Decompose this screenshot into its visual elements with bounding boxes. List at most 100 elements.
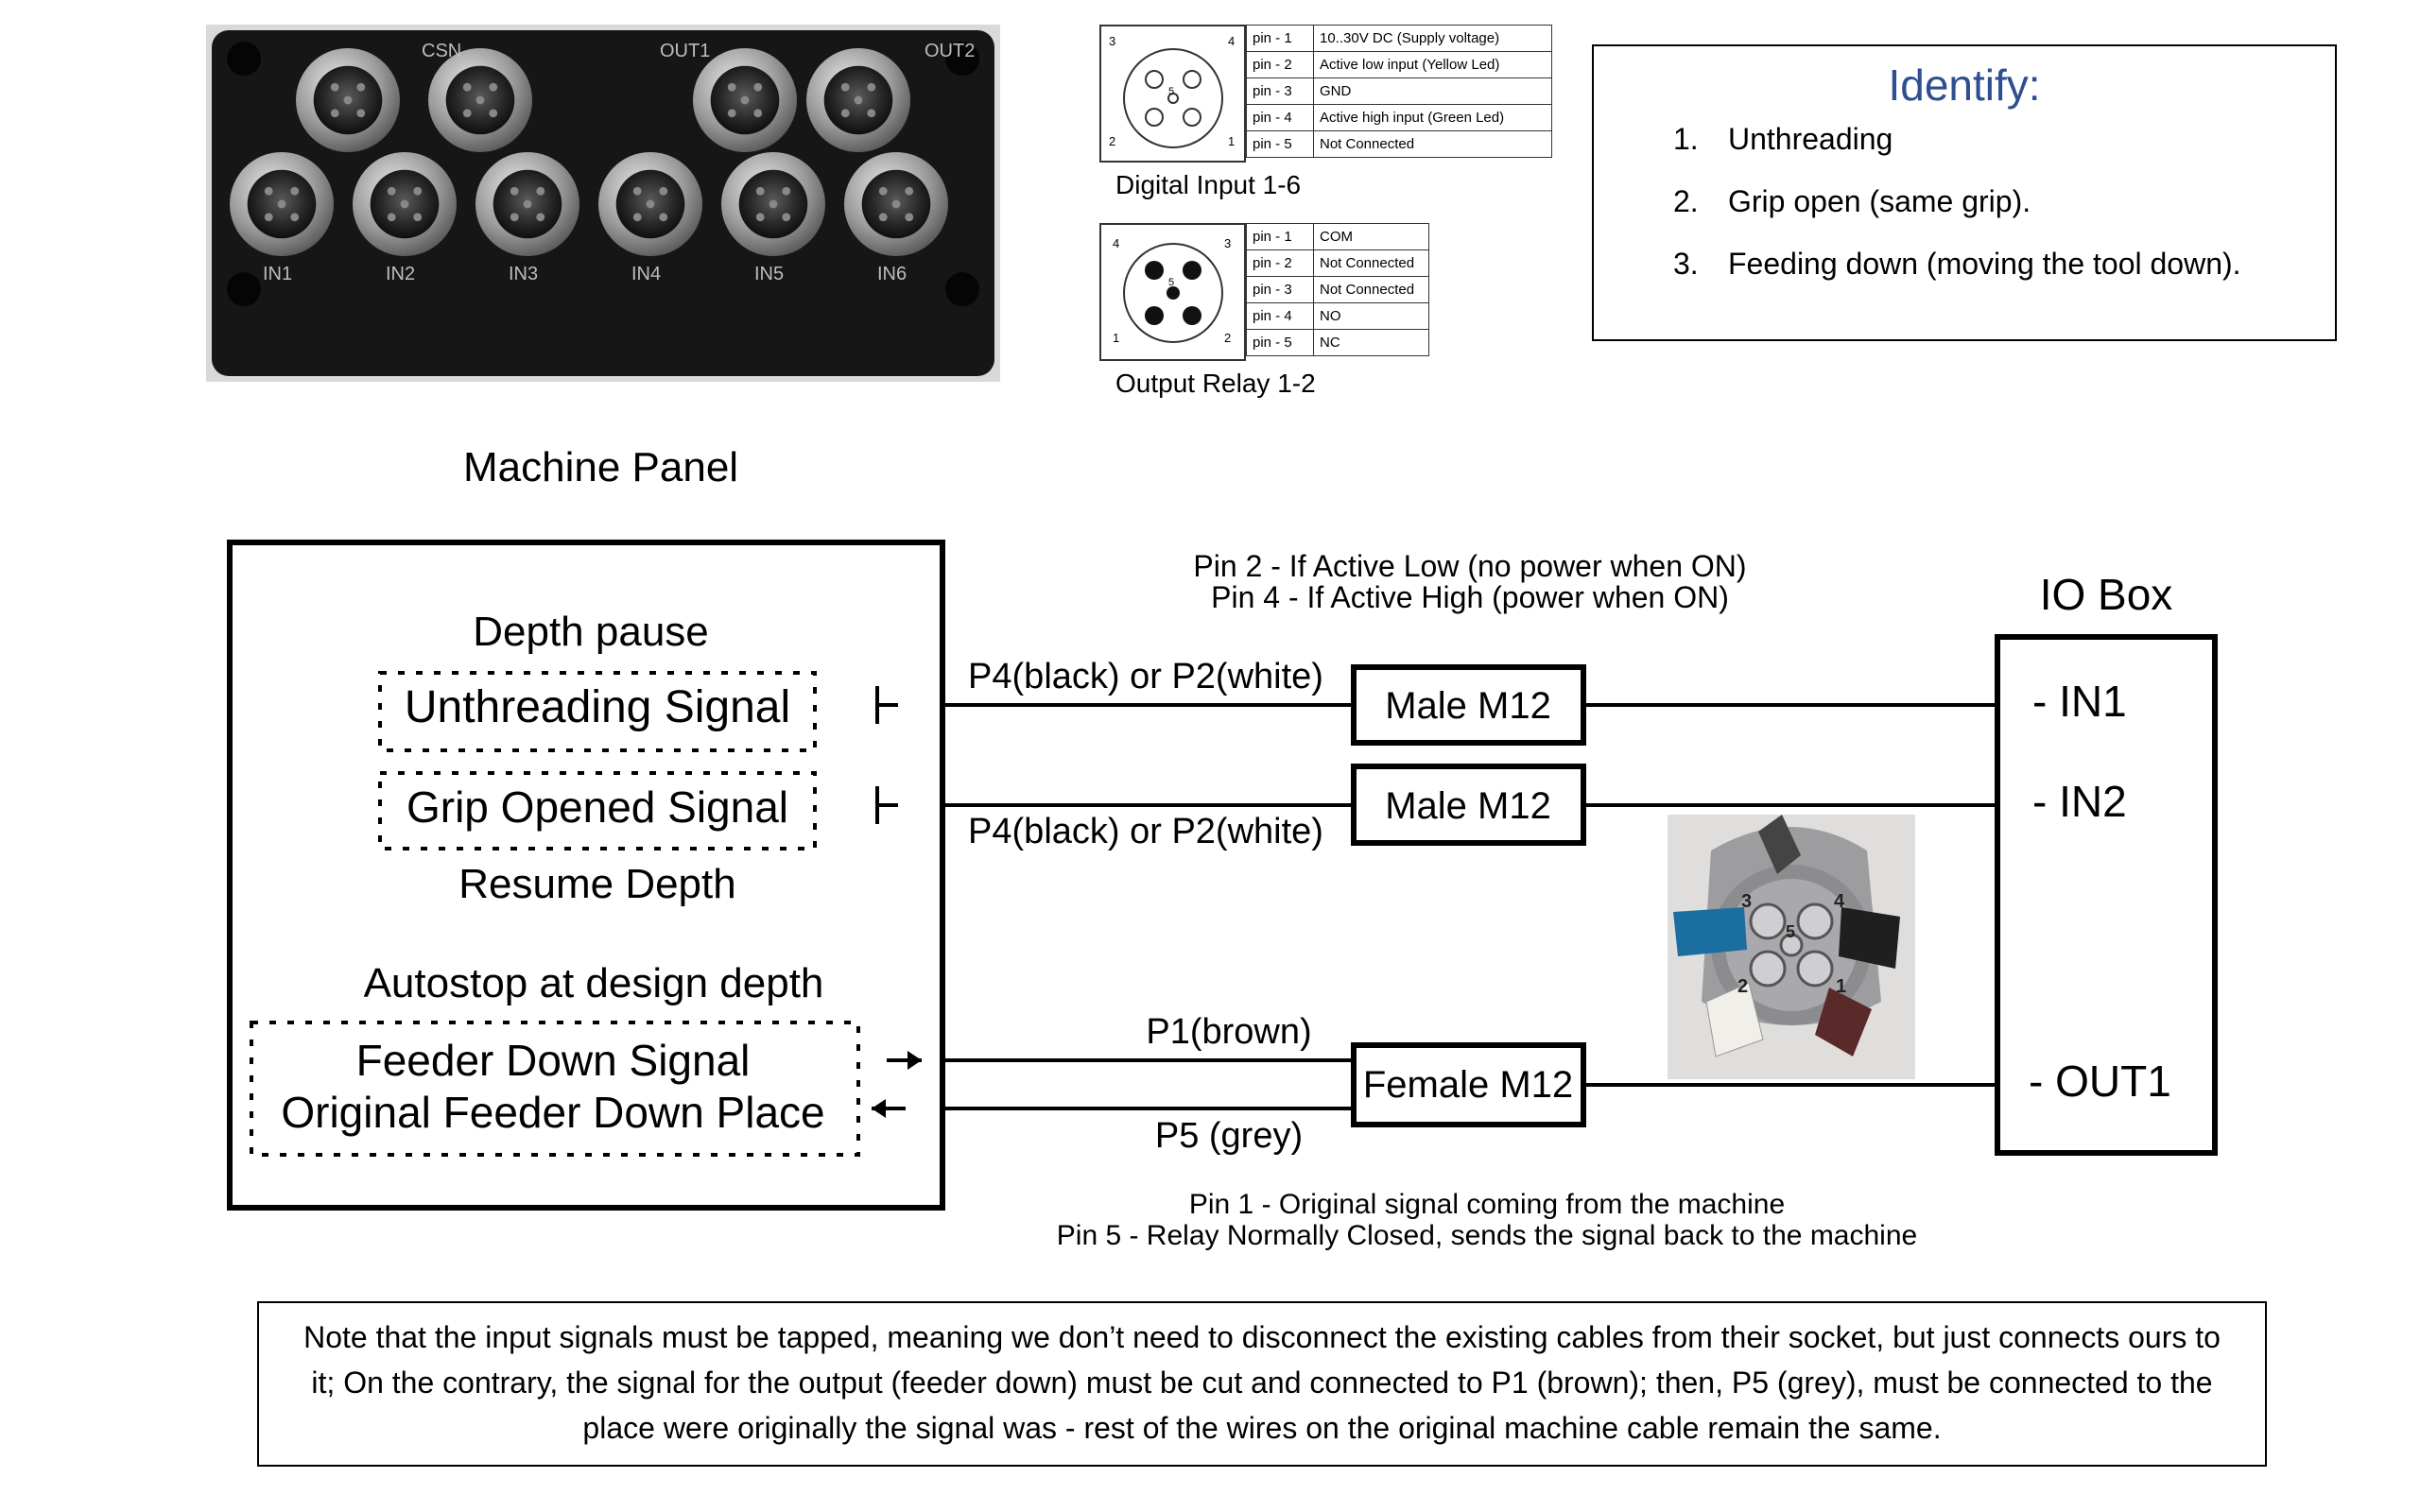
panel-socket bbox=[428, 48, 532, 152]
panel-port-label: IN2 bbox=[386, 264, 415, 284]
desc-cell: COM bbox=[1313, 223, 1429, 250]
resume-depth-label: Resume Depth bbox=[458, 861, 735, 907]
panel-port-label: IN4 bbox=[631, 264, 661, 284]
wire-label-p5: P5 (grey) bbox=[1155, 1116, 1303, 1156]
identify-box: Identify: 1.Unthreading 2.Grip open (sam… bbox=[1592, 44, 2337, 341]
arrow-in-head bbox=[872, 1099, 886, 1118]
pin1-note: Pin 1 - Original signal coming from the … bbox=[1189, 1189, 1785, 1220]
panel-port-label: OUT1 bbox=[660, 41, 710, 61]
photo-pin-number: 1 bbox=[1836, 976, 1846, 997]
desc-cell: NO bbox=[1313, 302, 1429, 330]
desc-cell: GND bbox=[1313, 77, 1552, 105]
panel-port-label: IN6 bbox=[877, 264, 907, 284]
output-relay-connector: 4 3 5 1 2 bbox=[1099, 223, 1246, 361]
depth-pause-label: Depth pause bbox=[473, 609, 709, 655]
pin-number: 1 bbox=[1228, 134, 1235, 148]
pin-cell: pin - 3 bbox=[1246, 77, 1314, 105]
panel-socket bbox=[230, 152, 334, 256]
connector-label: Female M12 bbox=[1363, 1064, 1573, 1106]
pin-cell: pin - 2 bbox=[1246, 51, 1314, 78]
pin2-note: Pin 2 - If Active Low (no power when ON) bbox=[1193, 549, 1746, 583]
desc-cell: Active high input (Green Led) bbox=[1313, 104, 1552, 131]
digital-input-connector: 3 4 5 2 1 bbox=[1099, 25, 1246, 163]
female-m12-connector bbox=[1351, 1042, 1586, 1127]
io-out1-label: - OUT1 bbox=[2029, 1057, 2171, 1106]
panel-socket bbox=[721, 152, 825, 256]
io-box-title: IO Box bbox=[2040, 570, 2173, 619]
autostop-label: Autostop at design depth bbox=[364, 960, 824, 1006]
unthreading-signal-box bbox=[378, 671, 817, 752]
feeder-down-signal-label: Feeder Down Signal bbox=[356, 1036, 751, 1085]
connector-label: Male M12 bbox=[1385, 685, 1551, 727]
pin-cell: pin - 5 bbox=[1246, 130, 1314, 158]
pin-cell: pin - 2 bbox=[1246, 249, 1314, 277]
photo-pin-number: 5 bbox=[1786, 922, 1795, 941]
m12-connector-photo: 3 4 5 2 1 bbox=[1668, 815, 1915, 1079]
pin-number: 5 bbox=[1168, 277, 1174, 288]
panel-socket bbox=[353, 152, 457, 256]
grip-opened-signal-box bbox=[378, 771, 817, 850]
item-number: 3. bbox=[1673, 247, 1699, 281]
photo-pin-number: 3 bbox=[1741, 891, 1752, 912]
io-in2-label: - IN2 bbox=[2032, 777, 2127, 826]
list-item: 2.Grip open (same grip). bbox=[1673, 184, 2031, 219]
panel-port-label: IN1 bbox=[263, 264, 292, 284]
panel-port-label: IN5 bbox=[754, 264, 784, 284]
panel-socket bbox=[296, 48, 400, 152]
desc-cell: Not Connected bbox=[1313, 276, 1429, 303]
wire-label-in1: P4(black) or P2(white) bbox=[968, 657, 1323, 696]
feeder-down-box bbox=[250, 1021, 860, 1157]
arrow-out-head bbox=[908, 1051, 922, 1070]
digital-input-caption: Digital Input 1-6 bbox=[1115, 170, 1302, 199]
pin-cell: pin - 1 bbox=[1246, 223, 1314, 250]
item-text: Unthreading bbox=[1728, 122, 1893, 156]
pin-cell: pin - 5 bbox=[1246, 329, 1314, 356]
pin-cell: pin - 1 bbox=[1246, 25, 1314, 52]
pin-number: 1 bbox=[1113, 331, 1119, 345]
io-box bbox=[1995, 634, 2218, 1156]
unthreading-signal-label: Unthreading Signal bbox=[405, 682, 790, 732]
item-text: Grip open (same grip). bbox=[1728, 184, 2031, 218]
original-feeder-place-label: Original Feeder Down Place bbox=[281, 1088, 824, 1137]
tap-symbol-1 bbox=[875, 686, 898, 724]
pin-number: 3 bbox=[1224, 236, 1231, 250]
panel-port-label: CSN bbox=[422, 41, 461, 61]
output-relay-caption: Output Relay 1-2 bbox=[1115, 369, 1316, 398]
pin-number: 4 bbox=[1113, 236, 1119, 250]
identify-title: Identify: bbox=[1888, 60, 2041, 110]
item-text: Feeding down (moving the tool down). bbox=[1728, 247, 2241, 281]
io-in1-label: - IN1 bbox=[2032, 677, 2127, 726]
pin-cell: pin - 3 bbox=[1246, 276, 1314, 303]
grip-opened-signal-label: Grip Opened Signal bbox=[406, 782, 788, 832]
list-item: 1.Unthreading bbox=[1673, 122, 1893, 157]
machine-box bbox=[227, 540, 945, 1211]
pin-number: 2 bbox=[1109, 134, 1115, 148]
wiring-schematic: Depth pause Unthreading Signal Grip Open… bbox=[227, 540, 2218, 1251]
male-m12-connector-2 bbox=[1351, 764, 1586, 846]
panel-socket bbox=[475, 152, 579, 256]
desc-cell: Active low input (Yellow Led) bbox=[1313, 51, 1552, 78]
panel-socket bbox=[844, 152, 948, 256]
panel-socket bbox=[693, 48, 797, 152]
pin5-note: Pin 5 - Relay Normally Closed, sends the… bbox=[1057, 1220, 1917, 1251]
wire-label-in2: P4(black) or P2(white) bbox=[968, 812, 1323, 851]
photo-pin-number: 4 bbox=[1834, 891, 1845, 912]
pin-number: 5 bbox=[1168, 86, 1174, 97]
panel-socket bbox=[598, 152, 702, 256]
machine-panel-caption: Machine Panel bbox=[463, 444, 739, 490]
pin-number: 4 bbox=[1228, 34, 1235, 48]
desc-cell: NC bbox=[1313, 329, 1429, 356]
pin-number: 3 bbox=[1109, 34, 1115, 48]
